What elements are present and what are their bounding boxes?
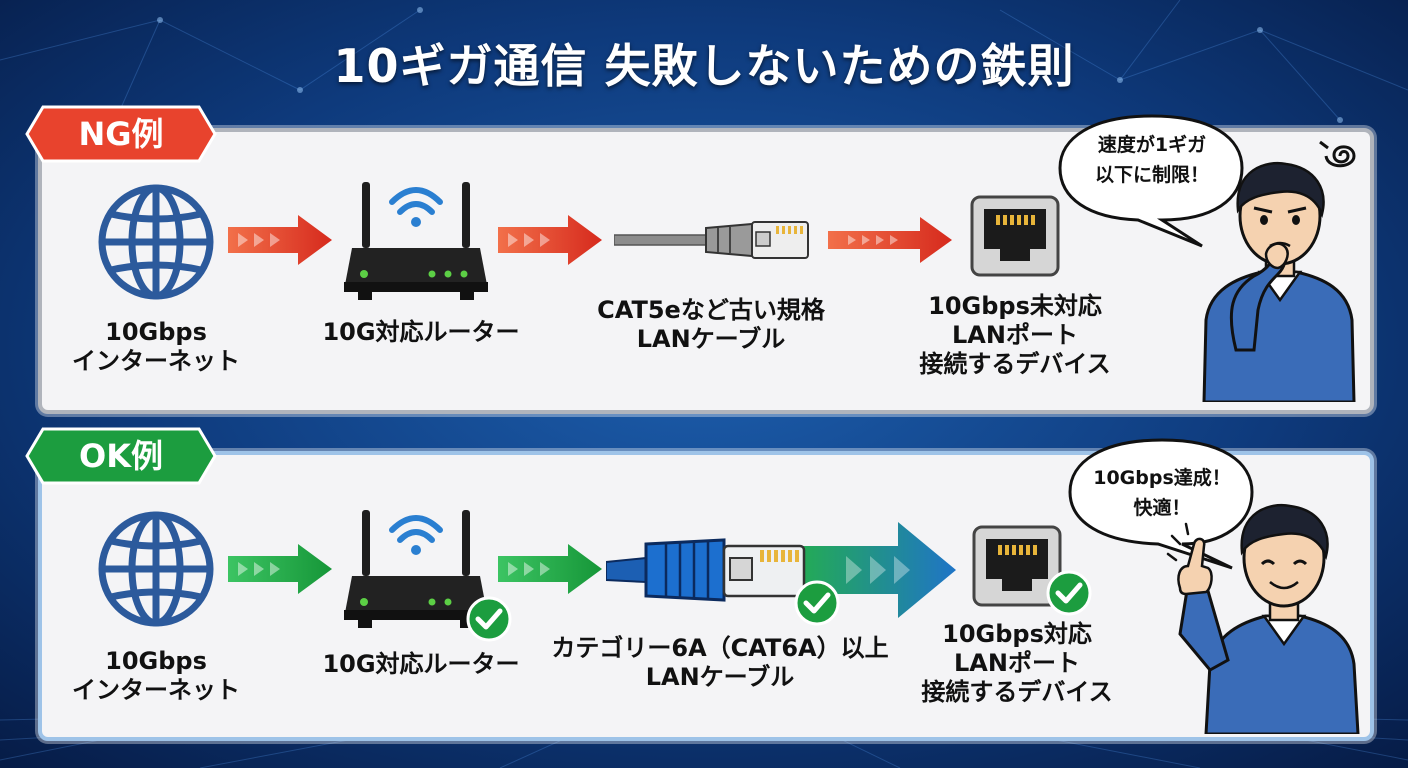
- arrow-icon: [228, 544, 332, 594]
- ok-cable-label: カテゴリー6A（CAT6A）以上 LANケーブル: [551, 634, 889, 691]
- person-icon: [1166, 503, 1360, 734]
- ng-cable-label: CAT5eなど古い規格 LANケーブル: [597, 296, 825, 353]
- ng-router-label: 10G対応ルーター: [322, 318, 520, 346]
- arrow-icon: [228, 215, 332, 265]
- arrow-icon: [498, 544, 602, 594]
- person-icon: [1202, 161, 1356, 402]
- wifi-icon: [389, 187, 443, 215]
- ng-badge: NG例: [25, 105, 217, 163]
- ok-bubble-text: 10Gbps達成！ 快適！: [1093, 467, 1231, 519]
- ok-port-label: 10Gbps対応 LANポート 接続するデバイス: [921, 620, 1113, 706]
- check-icon: [794, 580, 840, 626]
- ng-badge-label: NG例: [78, 115, 164, 153]
- confused-swirl-icon: [1319, 140, 1356, 168]
- lan-port-icon: [970, 195, 1060, 277]
- router-icon: [344, 510, 488, 628]
- check-icon: [466, 596, 512, 642]
- page-title: 10ギガ通信 失敗しないための鉄則: [333, 39, 1075, 93]
- check-icon: [1046, 570, 1092, 616]
- arrow-icon: [498, 215, 602, 265]
- lan-cable-icon: [614, 221, 809, 259]
- ok-badge: OK例: [25, 427, 217, 485]
- lan-port-icon: [972, 525, 1062, 607]
- arrow-icon: [828, 217, 952, 263]
- ng-port-label: 10Gbps未対応 LANポート 接続するデバイス: [919, 292, 1111, 378]
- globe-icon: [98, 184, 214, 300]
- ng-speech-bubble: [1058, 114, 1244, 248]
- ng-bubble-text: 速度が1ギガ 以下に制限！: [1094, 134, 1209, 186]
- ok-badge-label: OK例: [78, 437, 163, 475]
- ng-internet-label: 10Gbps インターネット: [72, 318, 240, 375]
- router-icon: [344, 182, 488, 300]
- ok-internet-label: 10Gbps インターネット: [72, 647, 240, 704]
- ok-router-label: 10G対応ルーター: [322, 650, 520, 678]
- lan-cable-icon: [606, 538, 806, 602]
- wifi-icon: [389, 515, 443, 543]
- globe-icon: [98, 511, 214, 627]
